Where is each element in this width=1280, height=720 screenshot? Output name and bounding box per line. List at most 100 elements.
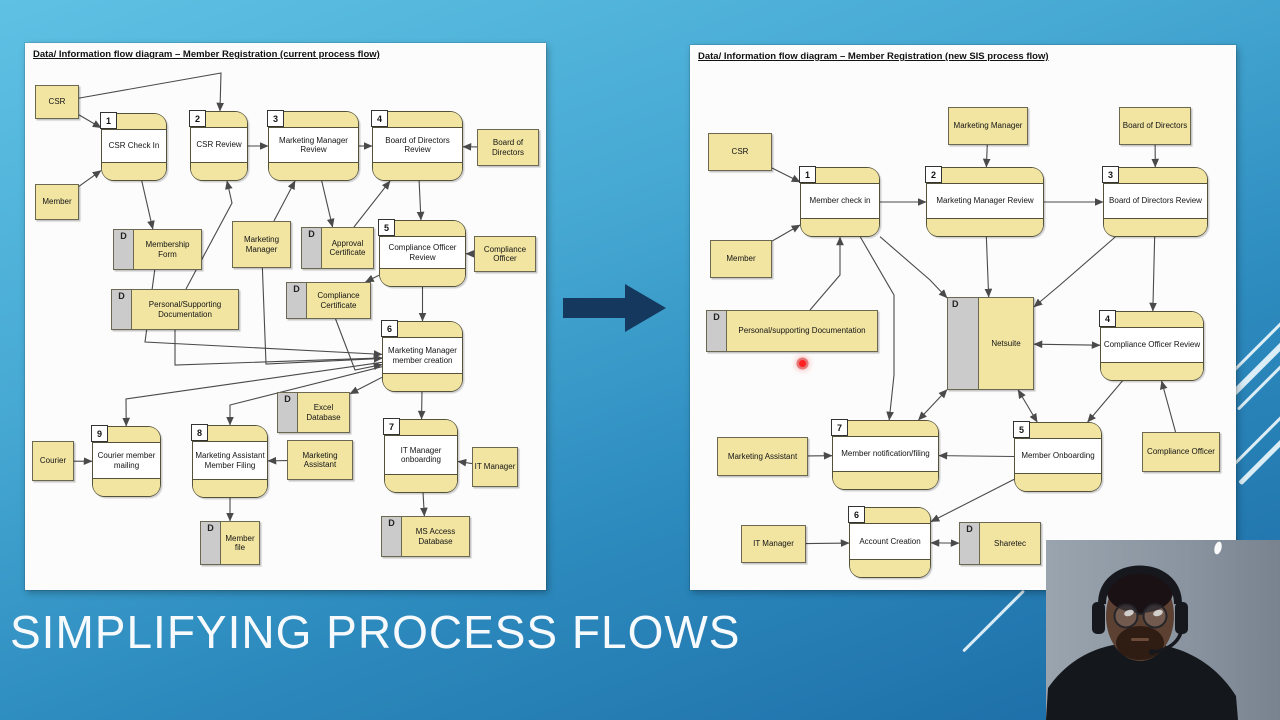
- edge-proc-4-compliance-officer-review-to-proc-5-member-onboarding: [1087, 380, 1123, 423]
- datastore-letter: D: [707, 311, 727, 351]
- process-label: Account Creation: [859, 536, 921, 546]
- process-label: Marketing Manager Review: [279, 135, 348, 154]
- process-label: Compliance Officer Review: [388, 243, 457, 262]
- datastore-letter: D: [201, 522, 221, 564]
- edge-store-netsuite-to-proc-7-member-notification-filing: [918, 389, 948, 421]
- datastore-label: MS Access Database: [415, 527, 456, 546]
- external-entity-label: Marketing Manager: [243, 235, 280, 254]
- headset-earcup-left: [1092, 602, 1105, 634]
- process-label: Marketing Assistant Member Filing: [195, 451, 265, 470]
- process-label: CSR Check In: [108, 141, 160, 151]
- edge-proc-1-csr-check-in-to-store-membership-form: [141, 180, 155, 230]
- slide-title: SIMPLIFYING PROCESS FLOWS: [10, 606, 741, 658]
- process-label: Compliance Officer Review: [1103, 340, 1201, 350]
- glasses-glint: [1124, 609, 1134, 617]
- edge-ext-compliance-officer-to-proc-4-compliance-officer-review: [1160, 380, 1177, 433]
- process-label: IT Manager onboarding: [400, 445, 442, 464]
- datastore-letter: D: [960, 523, 980, 564]
- webcam-light-spot: [1214, 541, 1222, 555]
- external-entity-label: Marketing Assistant: [302, 450, 338, 469]
- person-silhouette: [1046, 565, 1238, 720]
- edge-ext-member-to-proc-1-csr-check-in: [78, 170, 102, 187]
- datastore-label: Membership Form: [145, 240, 190, 259]
- edge-store-netsuite-to-proc-4-compliance-officer-review: [1033, 340, 1101, 349]
- process-number: 5: [378, 219, 395, 236]
- edge-proc-1-member-check-in-to-proc-7-member-notification-filing: [859, 236, 895, 421]
- datastore-label: Approval Certificate: [329, 238, 366, 257]
- datastore-label: Compliance Certificate: [317, 291, 360, 310]
- right-diagram-ext-marketing-assistant: Marketing Assistant: [717, 437, 808, 476]
- datastore-label: Personal/Supporting Documentation: [148, 300, 222, 319]
- datastore-letter: D: [302, 228, 322, 268]
- edge-proc-5-compliance-officer-review-to-store-compliance-certificate: [365, 274, 380, 283]
- left-diagram-ext-member: Member: [35, 184, 79, 220]
- left-diagram-ext-csr: CSR: [35, 85, 79, 119]
- process-number: 6: [381, 320, 398, 337]
- external-entity-label: Marketing Assistant: [727, 451, 798, 461]
- left-diagram-panel: Data/ Information flow diagram – Member …: [25, 43, 546, 590]
- glasses-glint: [1153, 609, 1163, 617]
- edge-store-approval-certificate-to-proc-4-board-of-directors-review: [353, 180, 391, 228]
- edge-proc-3-marketing-manager-review-to-store-approval-certificate: [321, 180, 335, 228]
- process-label: CSR Review: [196, 140, 242, 150]
- process-number: 4: [1099, 310, 1116, 327]
- external-entity-label: Member: [42, 197, 72, 207]
- left-diagram-title: Data/ Information flow diagram – Member …: [33, 49, 380, 60]
- datastore-letter: D: [382, 517, 402, 556]
- external-entity-label: Board of Directors: [491, 138, 524, 157]
- headset-mic-boom: [1153, 627, 1184, 654]
- external-entity-label: Member: [726, 254, 756, 264]
- edge-proc-3-board-of-directors-review-to-store-netsuite: [1033, 236, 1116, 308]
- edge-ext-marketing-manager-to-proc-6-marketing-manager-member-creation: [261, 267, 383, 365]
- webcam-frame: [1046, 540, 1280, 720]
- transition-arrow-icon: [563, 284, 666, 332]
- process-label: Marketing Manager member creation: [388, 346, 457, 365]
- person-beard: [1116, 626, 1164, 660]
- process-label: Member notification/filing: [841, 449, 930, 459]
- edge-proc-3-board-of-directors-review-to-proc-4-compliance-officer-review: [1149, 236, 1157, 312]
- webcam-video: [1046, 540, 1280, 720]
- process-label: Board of Directors Review: [385, 135, 450, 154]
- process-number: 9: [91, 425, 108, 442]
- right-diagram-ext-it-manager: IT Manager: [741, 525, 806, 563]
- external-entity-label: IT Manager: [474, 462, 516, 472]
- external-entity-label: Compliance Officer: [483, 244, 527, 263]
- edge-ext-csr-to-proc-1-csr-check-in: [78, 114, 102, 129]
- edge-ext-it-manager-to-proc-7-it-manager-onboarding: [457, 458, 473, 467]
- process-number: 4: [371, 110, 388, 127]
- left-diagram-ext-marketing-assistant: Marketing Assistant: [287, 440, 353, 480]
- decor-diagonal-line: [962, 589, 1025, 653]
- laser-pointer-dot: [799, 360, 806, 367]
- person-mouth: [1131, 638, 1149, 641]
- external-entity-label: IT Manager: [753, 539, 794, 549]
- left-diagram-ext-it-manager: IT Manager: [472, 447, 518, 487]
- left-diagram-ext-courier: Courier: [32, 441, 74, 481]
- edge-proc-4-board-of-directors-review-to-proc-5-compliance-officer-review: [416, 180, 425, 221]
- edge-ext-csr-to-proc-2-csr-review: [78, 72, 225, 112]
- right-diagram-ext-member: Member: [710, 240, 772, 278]
- edge-ext-member-to-proc-1-member-check-in: [771, 224, 801, 242]
- external-entity-label: Marketing Manager: [953, 121, 1023, 131]
- process-number: 2: [189, 110, 206, 127]
- left-diagram-store-ms-access-database: D MS Access Database: [381, 516, 470, 557]
- right-diagram-title: Data/ Information flow diagram – Member …: [698, 51, 1049, 62]
- edge-ext-marketing-manager-to-proc-2-marketing-manager-review: [982, 144, 991, 168]
- edge-store-netsuite-to-proc-5-member-onboarding: [1017, 389, 1038, 423]
